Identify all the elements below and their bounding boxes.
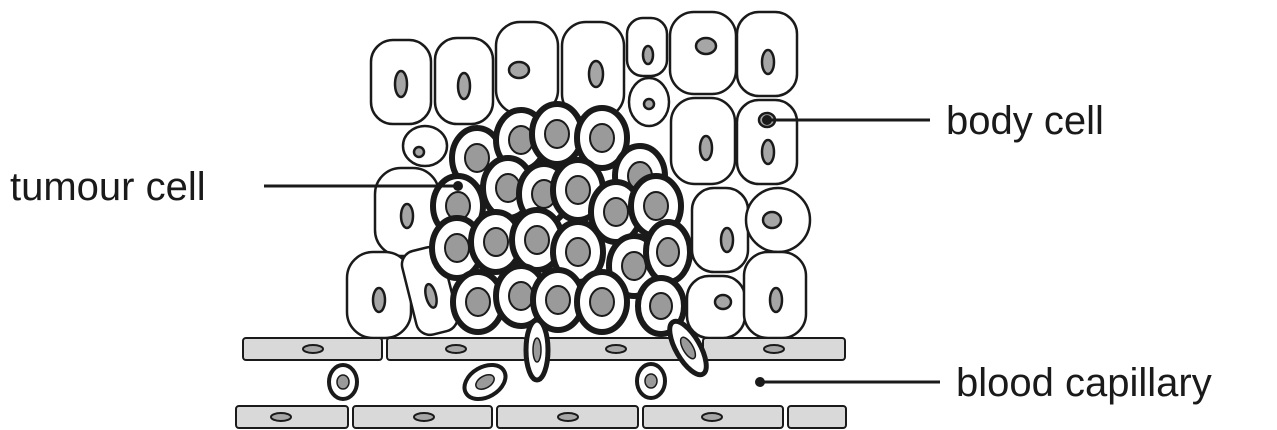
body-cell-label: body cell (946, 99, 1104, 143)
body-cells (345, 10, 812, 340)
migrating-cells (327, 317, 709, 402)
tumour-cell (574, 105, 630, 171)
body-cell (690, 186, 750, 274)
body-cell (401, 124, 449, 168)
tumour-cell-label: tumour cell (10, 165, 206, 209)
capillary-wall-bottom (235, 405, 847, 429)
tumour-cell (327, 363, 359, 401)
body-cell (742, 250, 808, 340)
tumour-cell (574, 269, 630, 335)
body-cell (627, 76, 671, 128)
tumour-cell (667, 318, 709, 378)
tumour-cell (635, 362, 667, 400)
body-cell (369, 38, 433, 126)
tumour-cell (509, 207, 565, 273)
pointer-body-cell (762, 115, 930, 125)
body-cell (433, 36, 495, 126)
tumour-cell (529, 101, 585, 167)
tumour-cell (550, 219, 606, 285)
body-cell (735, 10, 799, 98)
tumour-cells (429, 101, 693, 337)
tumour-cell (468, 209, 524, 275)
tumour-cell (530, 267, 586, 333)
tumour-cell (462, 362, 508, 402)
body-cell (669, 96, 737, 186)
pointer-blood-capillary (755, 377, 940, 387)
body-cell (735, 98, 799, 186)
pointer-tumour-cell (264, 181, 463, 191)
body-cell (668, 10, 738, 96)
tumour-cell (523, 317, 551, 383)
body-cell (494, 20, 560, 116)
tumour-cell (643, 219, 693, 285)
body-cell (625, 16, 669, 78)
blood-capillary-label: blood capillary (956, 361, 1212, 405)
body-cell (345, 250, 413, 340)
tumour-cell (588, 179, 644, 245)
body-cell (744, 186, 812, 254)
body-cell (560, 20, 626, 120)
body-cell (685, 274, 747, 340)
